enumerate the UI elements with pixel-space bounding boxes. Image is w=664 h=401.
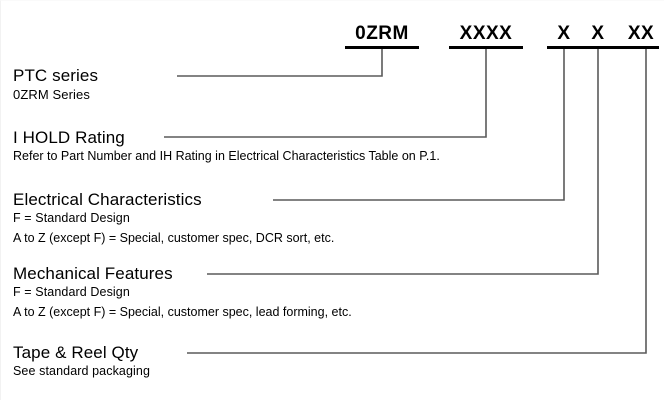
part-segment-mechanical: X <box>583 23 613 45</box>
ihold-rating-note: Refer to Part Number and IH Rating in El… <box>13 149 440 163</box>
label-block-ihold-rating: I HOLD Rating Refer to Part Number and I… <box>13 127 440 165</box>
electrical-characteristics-heading: Electrical Characteristics <box>13 190 202 209</box>
leader-line-electrical <box>273 46 565 201</box>
ptc-series-heading: PTC series <box>13 66 99 85</box>
mechanical-features-sub: F = Standard Design <box>13 285 130 299</box>
leader-line-ihold <box>164 46 487 138</box>
tape-reel-qty-heading: Tape & Reel Qty <box>13 343 139 362</box>
leader-line-packaging <box>187 46 647 354</box>
part-segment-group-rule <box>547 46 659 49</box>
label-block-tape-reel-qty: Tape & Reel Qty See standard packaging <box>13 342 150 379</box>
part-segment-packaging: XX <box>623 23 659 45</box>
part-segment-electrical: X <box>549 23 579 45</box>
part-segment-ihold-text: XXXX <box>459 23 513 44</box>
mechanical-features-heading: Mechanical Features <box>13 264 173 283</box>
electrical-characteristics-sub: F = Standard Design <box>13 211 130 225</box>
part-segment-ihold-rule <box>449 46 523 49</box>
label-block-mechanical-features: Mechanical Features F = Standard Design … <box>13 263 352 321</box>
ihold-rating-heading: I HOLD Rating <box>13 128 125 147</box>
label-block-electrical-characteristics: Electrical Characteristics F = Standard … <box>13 189 334 247</box>
leader-line-mechanical <box>207 46 599 275</box>
ptc-series-sub: 0ZRM Series <box>13 87 90 102</box>
part-segment-series-rule <box>345 46 419 49</box>
mechanical-features-note: A to Z (except F) = Special, customer sp… <box>13 305 352 319</box>
tape-reel-qty-sub: See standard packaging <box>13 364 151 378</box>
part-segment-electrical-text: X <box>557 23 571 44</box>
part-segment-ihold: XXXX <box>449 23 523 49</box>
part-segment-mechanical-text: X <box>591 23 605 44</box>
leader-line-series <box>177 46 383 77</box>
part-segment-series-text: 0ZRM <box>355 23 409 44</box>
label-block-ptc-series: PTC series 0ZRM Series <box>13 65 98 103</box>
electrical-characteristics-note: A to Z (except F) = Special, customer sp… <box>13 231 335 245</box>
part-segment-packaging-text: XX <box>627 23 655 44</box>
part-segment-series: 0ZRM <box>345 23 419 49</box>
